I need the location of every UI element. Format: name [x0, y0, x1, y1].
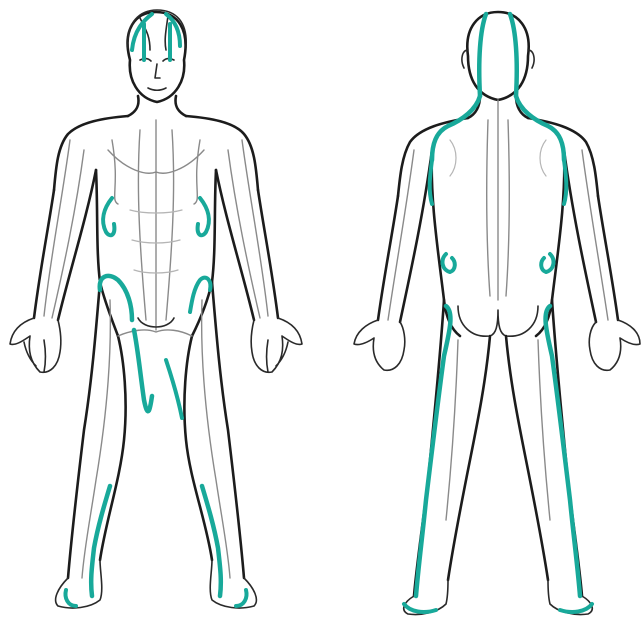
front-meridian-chest-left: [103, 198, 114, 235]
back-meridian-head: [479, 14, 517, 96]
front-neck: [128, 96, 186, 116]
back-meridian-shoulder-right: [516, 96, 564, 160]
back-meridian-foot-left: [404, 604, 436, 612]
front-left-foot: [56, 560, 102, 608]
back-meridian-side-left: [430, 160, 432, 204]
front-face-features: [140, 59, 174, 91]
front-right-hand: [251, 318, 302, 372]
front-meridian-foot-left: [65, 590, 76, 606]
front-meridian-leg-right: [166, 360, 182, 418]
back-meridian-foot-right: [560, 604, 592, 612]
front-meridian-chest-right: [198, 198, 209, 235]
front-meridian-leg-left: [134, 330, 152, 411]
back-meridian-shoulder-left: [432, 96, 480, 160]
front-left-hand: [10, 318, 61, 372]
back-right-arm-outline: [564, 150, 618, 322]
back-meridian-leg-right: [546, 306, 580, 596]
back-view-figure: [354, 12, 640, 615]
back-left-arm-outline: [378, 150, 432, 322]
back-ears: [462, 50, 534, 68]
back-buttocks: [458, 306, 538, 336]
front-right-arm-outline: [216, 170, 278, 320]
back-meridian-side-right: [564, 160, 566, 204]
back-spine: [487, 100, 510, 300]
back-meridian-waist-right: [541, 254, 553, 272]
front-meridian-head: [132, 14, 180, 60]
back-right-hand: [589, 320, 640, 370]
front-view-figure: [10, 10, 302, 608]
front-left-arm-outline: [34, 170, 96, 320]
front-meridian-foot-right: [236, 590, 247, 606]
back-meridian-waist-left: [443, 254, 455, 272]
front-chest-lines: [108, 120, 204, 330]
front-right-foot: [210, 560, 256, 608]
back-head-outline: [467, 12, 528, 100]
back-left-hand: [354, 320, 405, 370]
back-leg-sketch: [446, 340, 550, 520]
back-meridian-leg-left: [416, 306, 450, 596]
